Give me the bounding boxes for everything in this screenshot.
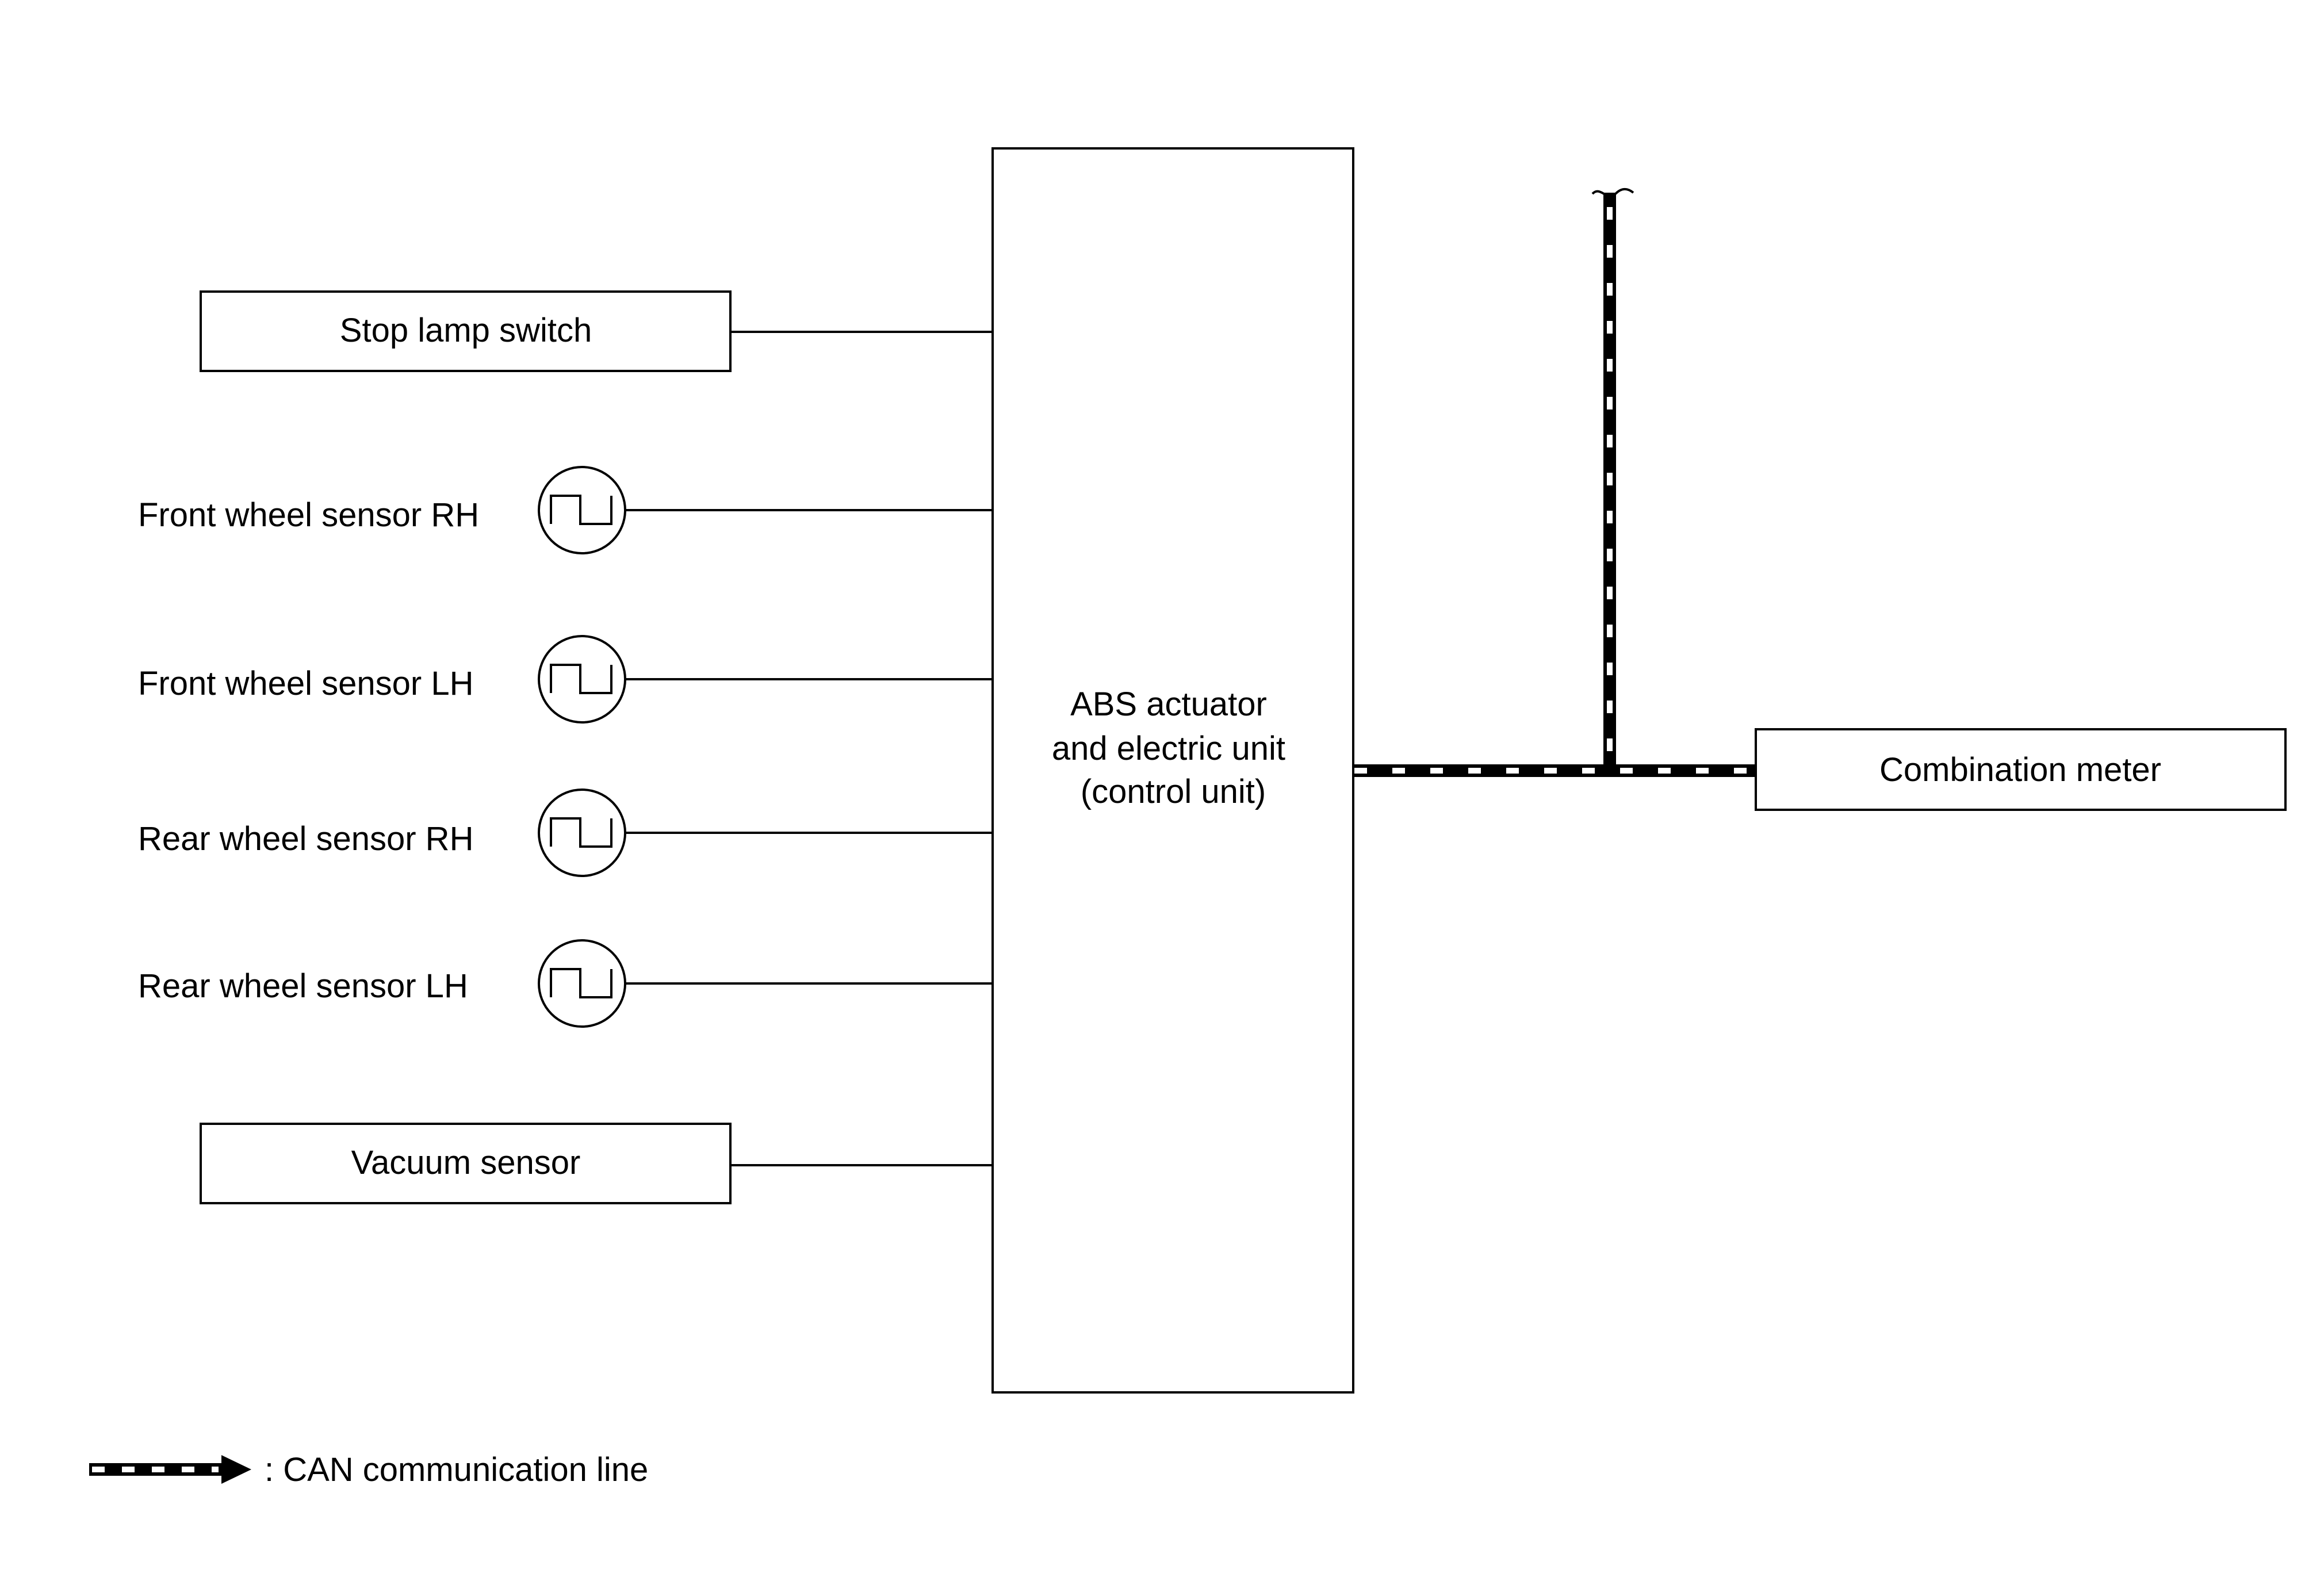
can-bus-break-mark: [1591, 187, 1634, 198]
abs-actuator-unit-label: ABS actuator and electric unit (control …: [1052, 686, 1295, 810]
abs-unit-label-line-3: (control unit): [1081, 773, 1266, 810]
front-wheel-sensor-lh-label: Front wheel sensor LH: [138, 665, 473, 702]
vacuum-sensor-label: Vacuum sensor: [351, 1144, 581, 1181]
abs-actuator-unit-box: [991, 147, 1354, 1394]
can-bus-vertical-branch: [1603, 193, 1616, 771]
combination-meter-label: Combination meter: [1879, 751, 2161, 789]
abs-unit-label-line-1: ABS actuator: [1070, 686, 1267, 723]
combination-meter-box: [1755, 728, 2287, 811]
abs-unit-label-line-2: and electric unit: [1052, 730, 1285, 767]
can-line-legend-symbol: [89, 1455, 251, 1484]
rear-wheel-sensor-rh-label: Rear wheel sensor RH: [138, 820, 473, 858]
rear-wheel-sensor-lh-label: Rear wheel sensor LH: [138, 967, 468, 1005]
vacuum-sensor-box: [200, 1123, 732, 1204]
front-wheel-sensor-rh-label: Front wheel sensor RH: [138, 496, 479, 534]
stop-lamp-switch-label: Stop lamp switch: [340, 312, 592, 349]
can-bus-horizontal-line: [1353, 764, 1756, 777]
stop-lamp-switch-box: [200, 290, 732, 372]
front-wheel-sensor-lh-pulse-icon: [538, 635, 626, 724]
rear-wheel-sensor-lh-pulse-icon: [538, 939, 626, 1028]
rear-wheel-sensor-rh-pulse-icon: [538, 789, 626, 877]
front-wheel-sensor-rh-pulse-icon: [538, 466, 626, 554]
can-line-legend-label: : CAN communication line: [265, 1451, 648, 1488]
